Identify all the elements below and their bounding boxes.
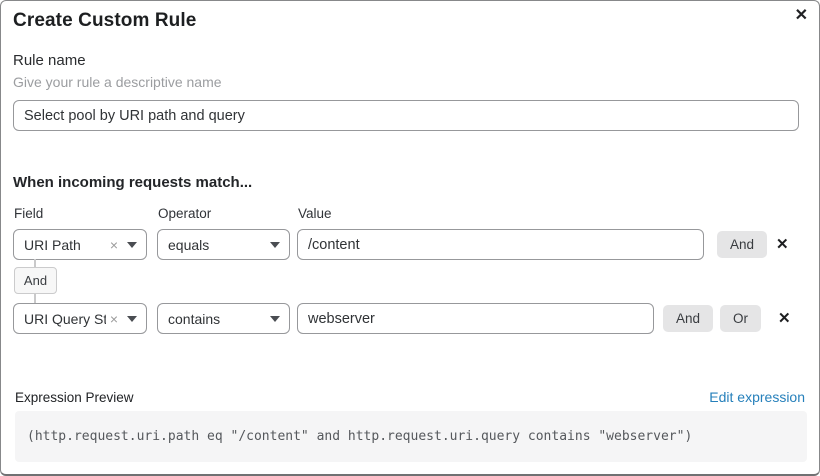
operator-select-row1[interactable]: equals [157, 229, 290, 260]
rule-name-hint: Give your rule a descriptive name [13, 74, 222, 90]
chevron-down-icon [270, 241, 280, 248]
chevron-down-icon [127, 315, 137, 322]
expression-code: (http.request.uri.path eq "/content" and… [27, 429, 693, 444]
value-column-label: Value [298, 206, 332, 221]
expression-preview-label: Expression Preview [15, 390, 134, 405]
operator-select-row1-value: equals [168, 236, 210, 253]
value-input-row2[interactable] [297, 303, 654, 334]
expression-code-block: (http.request.uri.path eq "/content" and… [15, 411, 807, 462]
close-icon[interactable]: ✕ [794, 7, 808, 24]
operator-column-label: Operator [158, 206, 212, 221]
field-column-label: Field [14, 206, 44, 221]
field-select-row1-value: URI Path [24, 236, 81, 253]
and-button-row1[interactable]: And [717, 231, 768, 258]
chevron-down-icon [127, 241, 137, 248]
rule-name-label: Rule name [13, 52, 86, 69]
field-select-row1[interactable]: URI Path × [13, 229, 147, 260]
value-input-row1[interactable] [297, 229, 704, 260]
field-select-row2[interactable]: URI Query St... × [13, 303, 147, 334]
chevron-down-icon [270, 315, 280, 322]
delete-row2-icon[interactable]: ✕ [778, 310, 791, 327]
clear-field-icon[interactable]: × [109, 236, 118, 253]
rule-name-input[interactable] [13, 100, 799, 131]
operator-select-row2[interactable]: contains [157, 303, 290, 334]
and-button-row2[interactable]: And [663, 305, 714, 332]
dialog-title: Create Custom Rule [13, 10, 197, 31]
operator-select-row2-value: contains [168, 310, 221, 327]
field-select-row2-value: URI Query St... [24, 310, 106, 327]
or-button-row2[interactable]: Or [720, 305, 761, 332]
match-heading: When incoming requests match... [13, 174, 253, 191]
edit-expression-link[interactable]: Edit expression [709, 389, 805, 405]
delete-row1-icon[interactable]: ✕ [776, 236, 789, 253]
clear-field-icon[interactable]: × [109, 310, 118, 327]
joiner-badge: And [14, 267, 57, 294]
